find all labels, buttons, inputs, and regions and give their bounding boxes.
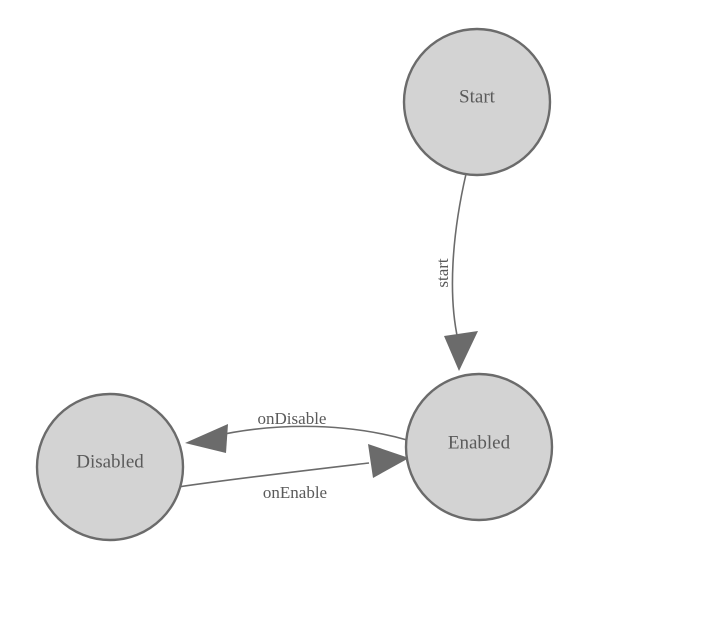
edge-start-to-enabled-line	[451, 173, 467, 341]
node-enabled-circle	[404, 372, 554, 522]
node-enabled[interactable]: Enabled	[404, 372, 554, 522]
edge-enabled-to-disabled-arrowhead	[185, 424, 228, 453]
edge-label-ondisable: onDisable	[258, 409, 327, 428]
edge-disabled-to-enabled-line	[177, 462, 370, 488]
edge-label-onenable: onEnable	[263, 483, 327, 502]
node-start[interactable]: Start	[402, 27, 552, 177]
edge-start-to-enabled-arrowhead	[444, 331, 478, 371]
node-disabled[interactable]: Disabled	[35, 392, 185, 542]
edge-start-to-enabled[interactable]: start	[433, 173, 478, 371]
node-disabled-circle	[35, 392, 185, 542]
edge-disabled-to-enabled-arrowhead	[368, 444, 409, 478]
node-disabled-label: Disabled	[76, 451, 144, 472]
node-start-circle	[402, 27, 552, 177]
edge-label-start: start	[433, 258, 452, 288]
node-start-label: Start	[459, 86, 496, 107]
edge-enabled-to-disabled-line	[214, 425, 408, 441]
node-enabled-label: Enabled	[448, 432, 511, 453]
edge-disabled-to-enabled[interactable]: onEnable	[177, 444, 409, 502]
edge-enabled-to-disabled[interactable]: onDisable	[185, 409, 408, 453]
